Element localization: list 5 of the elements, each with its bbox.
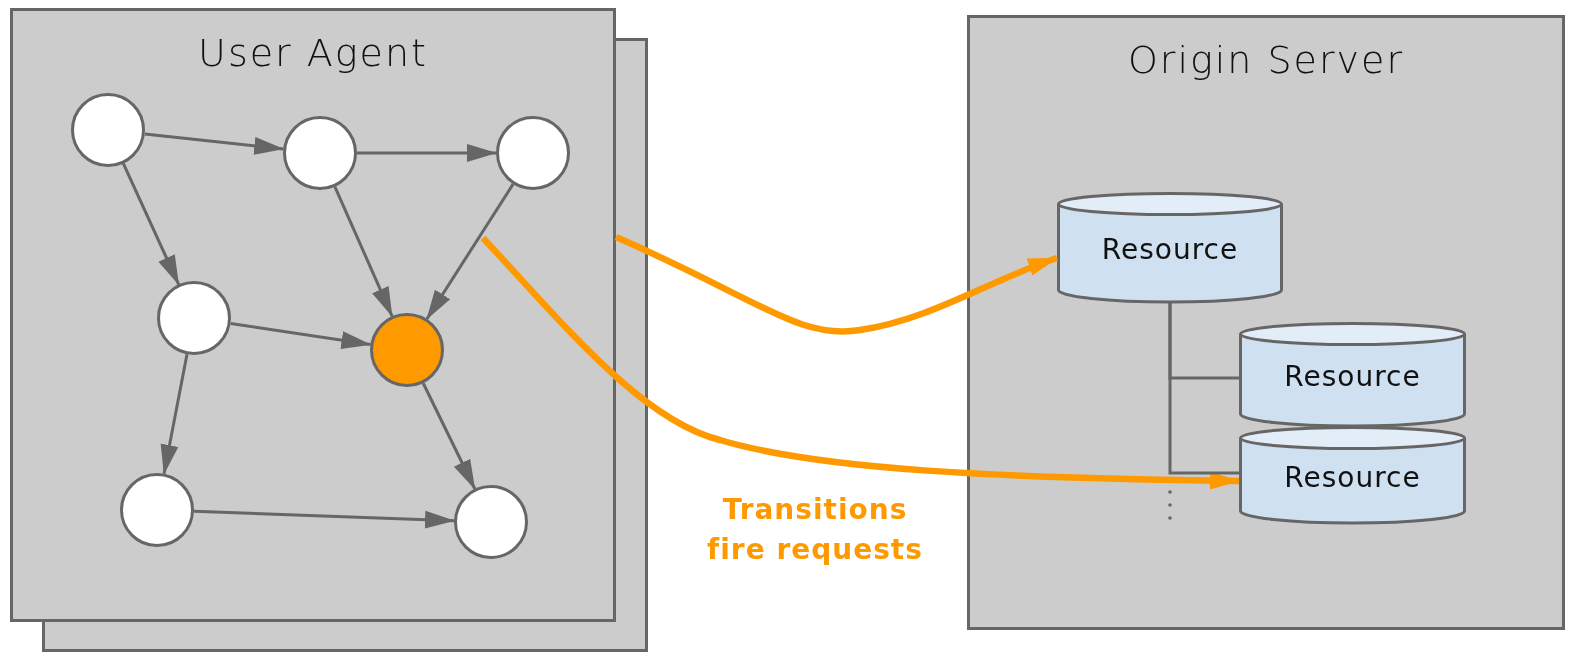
panel-title: User Agent — [197, 31, 429, 75]
annotation-text: Transitions fire requests — [706, 492, 924, 568]
container-panel — [10, 8, 616, 622]
container-panel — [967, 15, 1565, 630]
panel-title: Origin Server — [1126, 38, 1406, 82]
